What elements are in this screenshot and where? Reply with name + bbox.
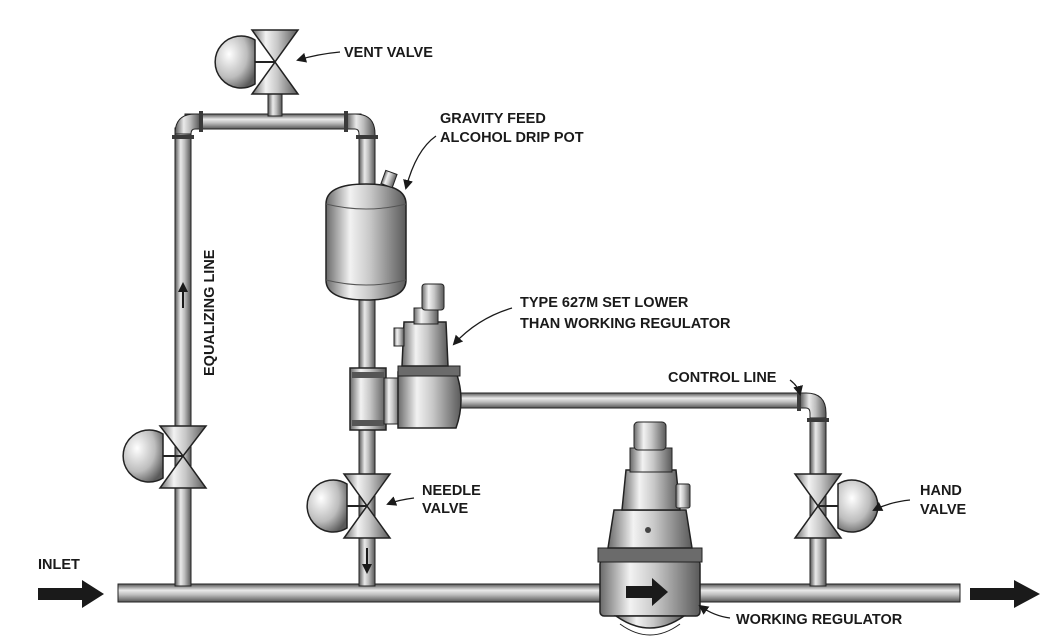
leader-needle-valve <box>386 496 415 506</box>
flow-arrow-icon <box>626 578 668 606</box>
needle-valve <box>306 473 392 539</box>
outlet-arrow-icon <box>970 580 1040 608</box>
leader-vent-valve <box>296 51 341 63</box>
leader-control-line <box>789 379 803 396</box>
main-pipe <box>117 583 961 603</box>
label-hand-valve-line2: VALVE <box>920 502 967 518</box>
label-vent-valve: VENT VALVE <box>344 45 433 61</box>
vent-valve <box>214 29 300 95</box>
down-arrow-icon <box>362 548 372 574</box>
label-gravity-feed-line2: ALCOHOL DRIP POT <box>440 130 584 146</box>
label-type627m-line1: TYPE 627M SET LOWER <box>520 295 689 311</box>
working-regulator <box>597 421 703 636</box>
label-type627m-line2: THAN WORKING REGULATOR <box>520 316 731 332</box>
alcohol-drip-pot <box>325 169 407 301</box>
vent-stem <box>267 91 283 117</box>
up-arrow-icon <box>178 282 188 308</box>
type-627m-regulator <box>349 283 462 431</box>
label-working-regulator: WORKING REGULATOR <box>736 612 903 628</box>
hand-valve <box>793 473 879 539</box>
drip-line-pipe <box>358 295 376 587</box>
label-inlet: INLET <box>38 557 80 573</box>
label-gravity-feed-line1: GRAVITY FEED <box>440 111 546 127</box>
elbow-control <box>799 392 827 421</box>
leader-working-regulator <box>698 604 731 619</box>
inlet-arrow-icon <box>38 580 104 608</box>
equalizing-line-pipe <box>174 127 192 587</box>
label-needle-valve-line1: NEEDLE <box>422 483 481 499</box>
drip-pot-inlet-pipe <box>358 137 376 187</box>
label-hand-valve-line1: HAND <box>920 483 962 499</box>
leader-hand-valve <box>872 499 911 511</box>
label-needle-valve-line2: VALVE <box>422 501 469 517</box>
leader-drip-pot <box>403 135 437 190</box>
elbow-left <box>174 113 201 135</box>
label-equalizing-line: EQUALIZING LINE <box>202 249 218 376</box>
equalizing-valve <box>122 425 208 489</box>
control-line-pipe <box>455 392 807 409</box>
label-control-line: CONTROL LINE <box>668 370 777 386</box>
leader-type627m <box>452 307 513 346</box>
